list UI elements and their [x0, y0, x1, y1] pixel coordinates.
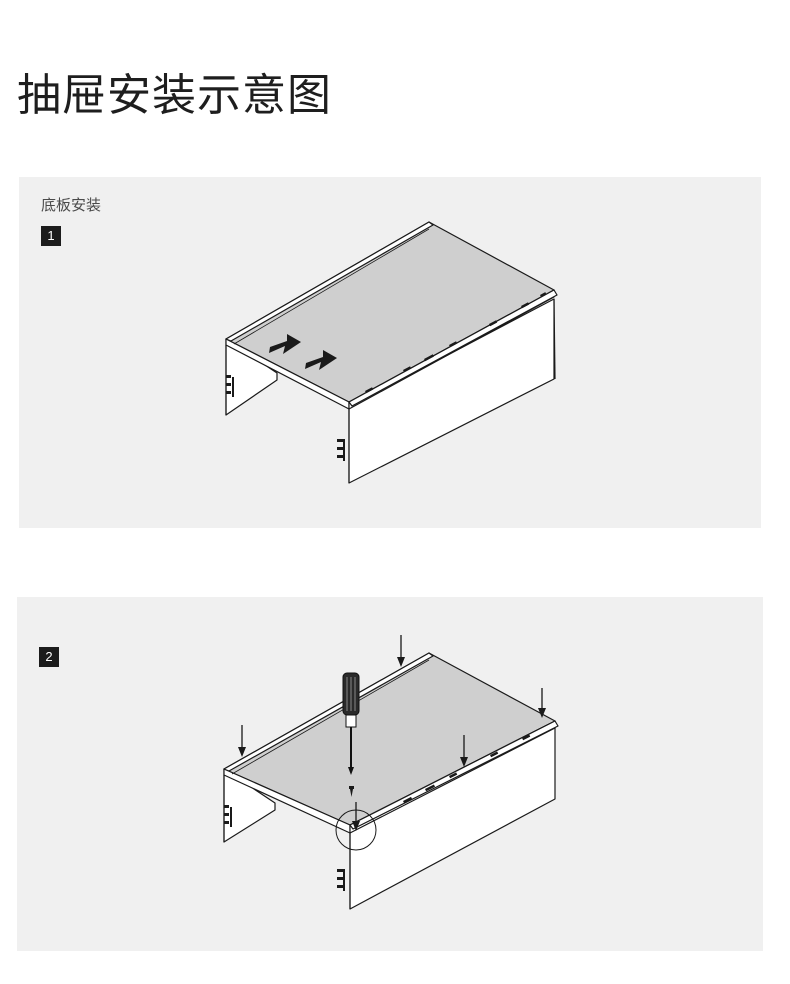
- page-title: 抽屉安装示意图: [17, 70, 332, 121]
- screw-fixing-illustration: [223, 635, 559, 910]
- screw-point-arrows: [238, 635, 546, 831]
- step-1-panel: 底板安装 1: [19, 177, 761, 528]
- arrow-right: [305, 350, 337, 370]
- arrow-left: [269, 334, 301, 354]
- screw-icon: [349, 786, 354, 797]
- step-2-panel: 2: [17, 597, 763, 951]
- back-rail: [223, 652, 434, 772]
- step-2-badge: 2: [39, 647, 59, 667]
- side-rail: [348, 289, 558, 407]
- screwdriver-icon: [342, 672, 360, 775]
- drawer-bottom-insert-illustration: [225, 221, 558, 484]
- back-rail: [225, 221, 434, 342]
- slide-arrows: [269, 334, 337, 370]
- step-1-heading: 底板安装: [41, 196, 102, 214]
- step-1-badge: 1: [41, 226, 61, 246]
